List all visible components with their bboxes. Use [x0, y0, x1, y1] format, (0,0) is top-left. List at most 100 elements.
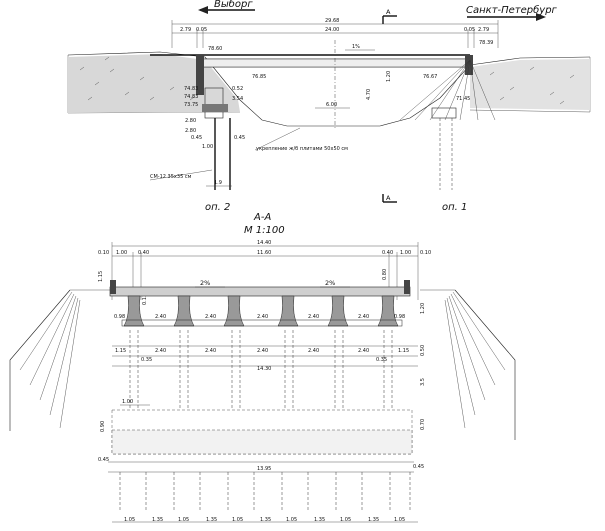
pile-spacing-2: 1.35 — [152, 517, 163, 523]
direction-right-label: Санкт-Петербург — [466, 4, 558, 16]
pile-spacing-5: 1.05 — [232, 517, 243, 523]
beam-end-left: 0.98 — [114, 314, 125, 320]
footing-dims: 0.45 0.45 13.95 — [98, 457, 424, 473]
support-left-label: оп. 2 — [205, 202, 230, 213]
cap-width: 14.30 — [257, 366, 271, 372]
elev-left-b: 74.83 — [184, 86, 198, 92]
section-scale: М 1:100 — [244, 225, 285, 236]
reinforcement-note: укрепление ж/б плитами 50x50 см — [256, 146, 348, 152]
dim-left-1: 2.79 — [180, 27, 191, 33]
beam — [123, 295, 145, 327]
footing-right: 0.45 — [413, 464, 424, 470]
pile-spacing-6: 1.35 — [260, 517, 271, 523]
direction-left-label: Выборг — [214, 0, 253, 10]
beam-spacing-4: 2.40 — [308, 314, 319, 320]
elev-right-b: 71.45 — [456, 96, 470, 102]
beam-spacing-5: 2.40 — [358, 314, 369, 320]
dim-right-v: 0.70 — [420, 419, 426, 430]
row2-spacing-3: 2.40 — [257, 348, 268, 354]
slope-right: 2% — [325, 279, 335, 287]
dim-pier-3: 1.00 — [202, 144, 213, 150]
pile-spacing-9: 1.05 — [340, 517, 351, 523]
piles — [119, 472, 411, 512]
dim-top-right-1: 0.40 — [382, 250, 393, 256]
pile-note: СМ-12 35x35 см — [150, 174, 192, 180]
elevation-dims: 29.68 2.79 0.05 24.00 0.05 2.79 — [171, 18, 499, 48]
slope-left: 2% — [200, 279, 210, 287]
section-mark-bottom-label: А — [386, 194, 391, 202]
dim-top-left-2: 0.40 — [138, 250, 149, 256]
dim-top-mid: 11.60 — [257, 250, 271, 256]
cap-h: 0.50 — [420, 345, 426, 356]
pile-spacing: 1.9 — [214, 180, 222, 186]
dim-total: 29.68 — [325, 18, 339, 24]
section-mark-bottom: А — [382, 194, 397, 203]
clear-height: 6.00 — [326, 102, 337, 108]
dim-vertical-left: 1.20 — [386, 71, 392, 82]
elevation-view: Выборг Санкт-Петербург А 29.68 2.79 0.05 — [67, 0, 591, 213]
cap-right: 0.35 — [376, 357, 387, 363]
dim-left-pile-a: 0.52 — [232, 86, 243, 92]
section-mark-top: А — [382, 8, 397, 24]
pile-spacing-10: 1.35 — [368, 517, 379, 523]
row2-right: 1.15 — [398, 348, 409, 354]
dim-right-2: 2.79 — [478, 27, 489, 33]
cap-left: 0.35 — [141, 357, 152, 363]
dim-curb-h: 0.80 — [382, 269, 388, 280]
dim-top-right-2: 1.00 — [400, 250, 411, 256]
dim-right-1: 0.05 — [464, 27, 475, 33]
beam-end-right: 0.98 — [394, 314, 405, 320]
pile-spacing-8: 1.35 — [314, 517, 325, 523]
elev-left-d: 73.75 — [184, 102, 198, 108]
dim-width-total: 14.40 — [257, 240, 271, 246]
embankment-right — [470, 59, 590, 110]
beam — [173, 295, 195, 327]
dim-left-2: 0.05 — [196, 27, 207, 33]
slope: 1% — [352, 44, 360, 50]
row2-spacing-1: 2.40 — [155, 348, 166, 354]
elev-right-a: 76.67 — [423, 74, 437, 80]
dim-pier-2: 2.80 — [185, 128, 196, 134]
beam-dims-row2: 1.15 2.40 2.40 2.40 2.40 2.40 1.15 0.35 … — [112, 345, 426, 386]
section-title: А-А — [253, 212, 271, 223]
beam-spacing-1: 2.40 — [155, 314, 166, 320]
abutment-right: 71.45 — [399, 55, 496, 190]
pile-spacing-4: 1.35 — [206, 517, 217, 523]
dim-side-right: 0.10 — [420, 250, 431, 256]
direction-right: Санкт-Петербург — [466, 4, 558, 21]
elev-left-a: 76.85 — [252, 74, 266, 80]
dim-mid: 24.00 — [325, 27, 339, 33]
row2-spacing-2: 2.40 — [205, 348, 216, 354]
beam-spacing-2: 2.40 — [205, 314, 216, 320]
elev-left-top: 78.60 — [208, 46, 222, 52]
footing-left: 0.45 — [98, 457, 109, 463]
row2-left: 1.15 — [115, 348, 126, 354]
dim-side-left: 0.10 — [98, 250, 109, 256]
pile-spacing-1: 1.05 — [124, 517, 135, 523]
dim-left-v: 0.90 — [100, 421, 106, 432]
row2-spacing-4: 2.40 — [308, 348, 319, 354]
pile-spacing-chain: 1.05 1.35 1.05 1.35 1.05 1.35 1.05 1.35 … — [112, 517, 418, 523]
dim-left-h: 1.15 — [98, 271, 104, 282]
dim-pier-1: 2.80 — [185, 118, 196, 124]
piers: 1.00 0.90 0.70 — [100, 330, 426, 455]
footing-width: 13.95 — [257, 466, 271, 472]
direction-left: Выборг — [198, 0, 255, 14]
dim-vertical-mid: 4.70 — [366, 89, 372, 100]
dim-top-left-1: 1.00 — [116, 250, 127, 256]
abutment-left: 74.83 74.83 73.75 0.52 3.54 2.80 2.80 1.… — [149, 55, 245, 190]
beam-depth: 1.20 — [420, 303, 426, 314]
beam-spacing-3: 2.40 — [257, 314, 268, 320]
dim-rail-h: 0.13 — [142, 294, 148, 305]
beam — [277, 295, 299, 327]
row2-spacing-5: 2.40 — [358, 348, 369, 354]
section-mark-top-label: А — [386, 8, 391, 16]
pile-spacing-11: 1.05 — [394, 517, 405, 523]
beam — [377, 295, 399, 327]
elev-right-top: 78.39 — [479, 40, 493, 46]
beam — [327, 295, 349, 327]
section-dims-top: 14.40 1.00 0.40 11.60 0.40 1.00 0.10 0.1… — [98, 240, 431, 305]
dim-offset: 1.00 — [122, 399, 133, 405]
dim-pier-5: 0.45 — [234, 135, 245, 141]
